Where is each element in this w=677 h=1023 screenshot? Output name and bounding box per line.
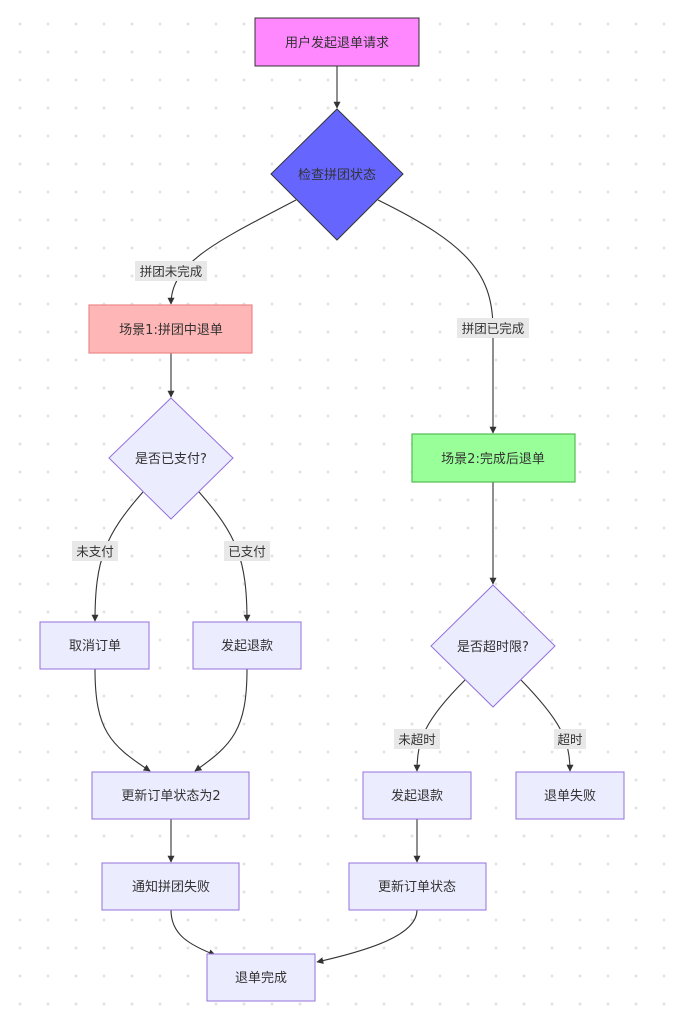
node-check-group-label: 检查拼团状态	[298, 168, 376, 183]
node-scene1-label: 场景1:拼团中退单	[119, 323, 223, 338]
edge-check-to-scene2	[377, 199, 497, 434]
node-scene2-shape	[411, 433, 576, 483]
edge-label-group-not-done: 拼团未完成	[135, 261, 207, 281]
edge-labels: 拼团未完成 拼团已完成 未支付 已支付 未超时 超时	[72, 261, 586, 749]
edge-label-text-timeout: 超时	[557, 732, 583, 747]
node-notify-fail-shape	[101, 862, 240, 911]
node-done-label: 退单完成	[235, 971, 287, 986]
node-paid-question: 是否已支付?	[108, 397, 234, 520]
edge-update-to-done	[316, 909, 418, 965]
node-update-status2-shape	[91, 771, 250, 820]
edge-label-group-done: 拼团已完成	[457, 318, 529, 338]
node-done: 退单完成	[206, 953, 316, 1002]
edge-label-not-timeout: 未超时	[394, 729, 440, 749]
node-start-shape	[254, 17, 420, 67]
node-refund-fail: 退单失败	[515, 771, 625, 820]
edge-refund1-to-update2	[194, 668, 248, 772]
edge-label-text-paid: 已支付	[228, 544, 266, 559]
edge-label-text-not-timeout: 未超时	[398, 732, 436, 747]
node-refund1: 发起退款	[192, 621, 302, 670]
node-paid-question-label: 是否已支付?	[135, 452, 207, 467]
edge-timeout-to-refundfail	[520, 679, 574, 772]
node-update-status-label: 更新订单状态	[378, 879, 456, 895]
node-cancel-order-label: 取消订单	[69, 639, 121, 654]
edge-label-text-not-paid: 未支付	[76, 544, 114, 559]
node-scene1: 场景1:拼团中退单	[88, 304, 253, 354]
node-timeout-question-shape	[430, 584, 556, 708]
node-notify-fail-label: 通知拼团失败	[132, 879, 210, 895]
nodes: 用户发起退单请求 检查拼团状态 场景1:拼团中退单 是否已支付? 取消订单 发起…	[39, 17, 625, 1002]
edge-cancel-to-update2	[94, 668, 151, 772]
node-timeout-question: 是否超时限?	[430, 584, 556, 708]
node-cancel-order: 取消订单	[39, 621, 150, 670]
node-scene1-shape	[88, 304, 253, 354]
node-scene2: 场景2:完成后退单	[411, 433, 576, 483]
node-update-status2-label: 更新订单状态为2	[121, 788, 220, 804]
node-refund1-shape	[192, 621, 302, 670]
node-refund2-label: 发起退款	[391, 788, 443, 804]
edge-label-timeout: 超时	[554, 729, 586, 749]
node-paid-question-shape	[108, 397, 234, 520]
node-check-group-shape	[270, 108, 404, 241]
node-refund-fail-label: 退单失败	[544, 789, 596, 804]
edge-label-not-paid: 未支付	[72, 541, 118, 561]
edge-check-to-scene1	[167, 199, 297, 305]
node-refund2: 发起退款	[362, 771, 472, 820]
edge-timeout-to-refund2	[413, 679, 466, 772]
node-check-group: 检查拼团状态	[270, 108, 404, 241]
node-update-status-shape	[348, 862, 487, 911]
node-update-status2: 更新订单状态为2	[91, 771, 250, 820]
edge-label-text-group-done: 拼团已完成	[462, 321, 525, 336]
node-notify-fail: 通知拼团失败	[101, 862, 240, 911]
edge-label-text-group-not-done: 拼团未完成	[140, 264, 203, 279]
node-refund-fail-shape	[515, 771, 625, 820]
node-timeout-question-label: 是否超时限?	[457, 640, 529, 655]
node-refund1-label: 发起退款	[221, 638, 273, 654]
edge-label-paid: 已支付	[224, 541, 270, 561]
node-update-status: 更新订单状态	[348, 862, 487, 911]
node-done-shape	[206, 953, 316, 1002]
node-refund2-shape	[362, 771, 472, 820]
node-start: 用户发起退单请求	[254, 17, 420, 67]
edge-notify-to-done	[170, 909, 216, 956]
node-cancel-order-shape	[39, 621, 150, 670]
node-scene2-label: 场景2:完成后退单	[441, 452, 545, 467]
node-start-label: 用户发起退单请求	[285, 35, 389, 51]
